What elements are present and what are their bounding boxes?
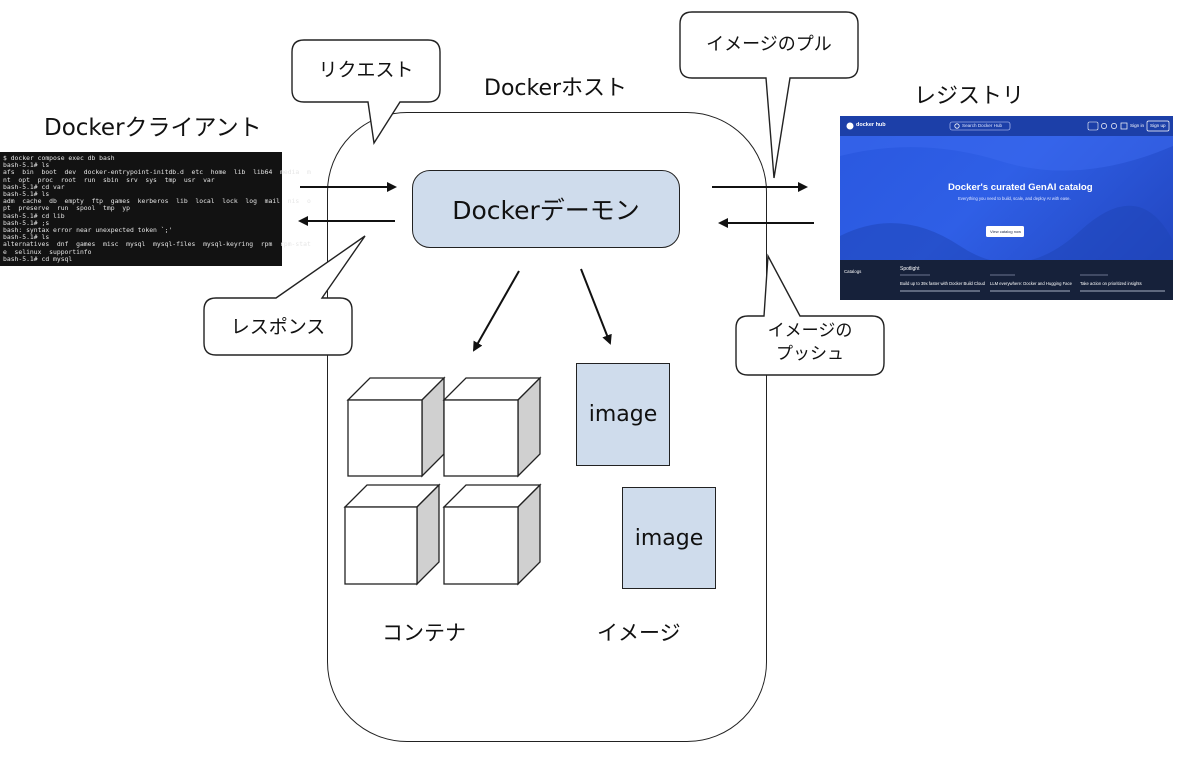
registry-card-2: LLM everywhere: Docker and Hugging Face bbox=[990, 281, 1072, 286]
registry-card-3: Take action on prioritized insights bbox=[1080, 281, 1142, 286]
push-bubble-line-1: イメージの bbox=[767, 321, 853, 341]
response-bubble bbox=[203, 235, 366, 356]
registry-title: レジストリ bbox=[914, 84, 1025, 109]
registry-subline: Everything you need to build, scale, and… bbox=[958, 196, 1071, 201]
terminal-line: nt opt proc root run sbin srv sys tmp us… bbox=[3, 175, 215, 184]
registry-sidebar-title: Catalogs bbox=[844, 269, 862, 274]
push-bubble-line-2: プッシュ bbox=[776, 343, 844, 364]
image-box: image bbox=[576, 363, 670, 466]
image-box-label: image bbox=[634, 525, 704, 551]
registry-sign-in: Sign in bbox=[1130, 123, 1145, 128]
container-cube bbox=[343, 483, 441, 586]
pull-bubble-label: イメージのプル bbox=[706, 34, 832, 55]
registry-card-1: Build up to 39x faster with Docker Build… bbox=[900, 281, 985, 286]
registry-catalog-button: View catalog now bbox=[990, 229, 1022, 234]
registry-header: docker hub Search Docker Hub Sign in Sig… bbox=[840, 116, 1173, 136]
request-bubble bbox=[291, 39, 441, 145]
push-bubble bbox=[735, 253, 885, 376]
container-cube bbox=[442, 376, 542, 478]
docker-daemon-label: Dockerデーモン bbox=[452, 196, 640, 225]
registry-logo: docker hub bbox=[856, 122, 886, 128]
registry-spotlight: Catalogs Spotlight Build up to 39x faste… bbox=[840, 260, 1173, 300]
pull-bubble bbox=[679, 11, 859, 179]
registry-search-input: Search Docker Hub bbox=[962, 123, 1003, 128]
push-bubble-label: イメージの プッシュ bbox=[736, 320, 884, 366]
registry-spotlight-title: Spotlight bbox=[900, 266, 920, 272]
docker-daemon-box: Dockerデーモン bbox=[412, 170, 680, 248]
image-box: image bbox=[622, 487, 716, 589]
registry-banner: Docker's curated GenAI catalog Everythin… bbox=[840, 136, 1173, 263]
containers-label: コンテナ bbox=[382, 621, 466, 645]
registry-screenshot: docker hub Search Docker Hub Sign in Sig… bbox=[840, 116, 1173, 300]
host-title: Dockerホスト bbox=[484, 76, 628, 101]
client-title: Dockerクライアント bbox=[44, 115, 262, 141]
images-label: イメージ bbox=[597, 621, 681, 645]
image-box-label: image bbox=[588, 402, 658, 427]
request-bubble-label: リクエスト bbox=[318, 59, 414, 81]
terminal-line: bash-5.1# ls bbox=[3, 233, 50, 242]
terminal-line: bash-5.1# ls bbox=[3, 161, 50, 170]
terminal-line: bash-5.1# ;s bbox=[3, 218, 50, 227]
response-bubble-label: レスポンス bbox=[230, 316, 326, 338]
terminal-line: bash-5.1# cd var bbox=[3, 182, 65, 191]
container-cube bbox=[442, 483, 542, 586]
container-cube bbox=[346, 376, 446, 478]
terminal-line: $ docker compose exec db bash bbox=[3, 154, 115, 162]
terminal-line: bash-5.1# cd lib bbox=[3, 211, 65, 220]
terminal-line: e selinux supportinfo bbox=[3, 247, 92, 256]
terminal-line: bash: syntax error near unexpected token… bbox=[3, 226, 173, 235]
registry-headline: Docker's curated GenAI catalog bbox=[948, 182, 1093, 193]
terminal-line: bash-5.1# ls bbox=[3, 190, 50, 199]
daemon-to-containers-arrow bbox=[473, 270, 520, 352]
terminal-line: pt preserve run spool tmp yp bbox=[3, 204, 130, 213]
terminal-line: bash-5.1# cd mysql bbox=[3, 254, 73, 263]
daemon-to-images-arrow bbox=[580, 268, 612, 345]
registry-sign-up: Sign up bbox=[1150, 123, 1166, 128]
